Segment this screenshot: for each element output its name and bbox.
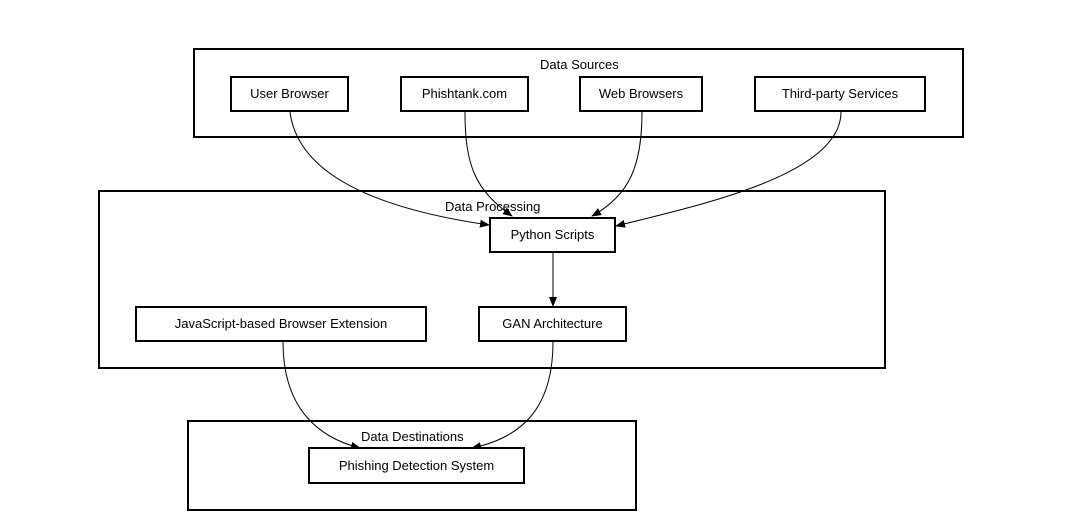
python-scripts-node: Python Scripts [489, 217, 616, 253]
js-browser-extension-node: JavaScript-based Browser Extension [135, 306, 427, 342]
data-processing-title: Data Processing [445, 199, 541, 214]
web-browsers-node: Web Browsers [579, 76, 703, 112]
gan-architecture-node: GAN Architecture [478, 306, 627, 342]
user-browser-node: User Browser [230, 76, 349, 112]
phishing-detection-system-node: Phishing Detection System [308, 447, 525, 484]
third-party-services-node: Third-party Services [754, 76, 926, 112]
data-destinations-title: Data Destinations [361, 429, 464, 444]
data-sources-title: Data Sources [540, 57, 619, 72]
phishtank-node: Phishtank.com [400, 76, 529, 112]
